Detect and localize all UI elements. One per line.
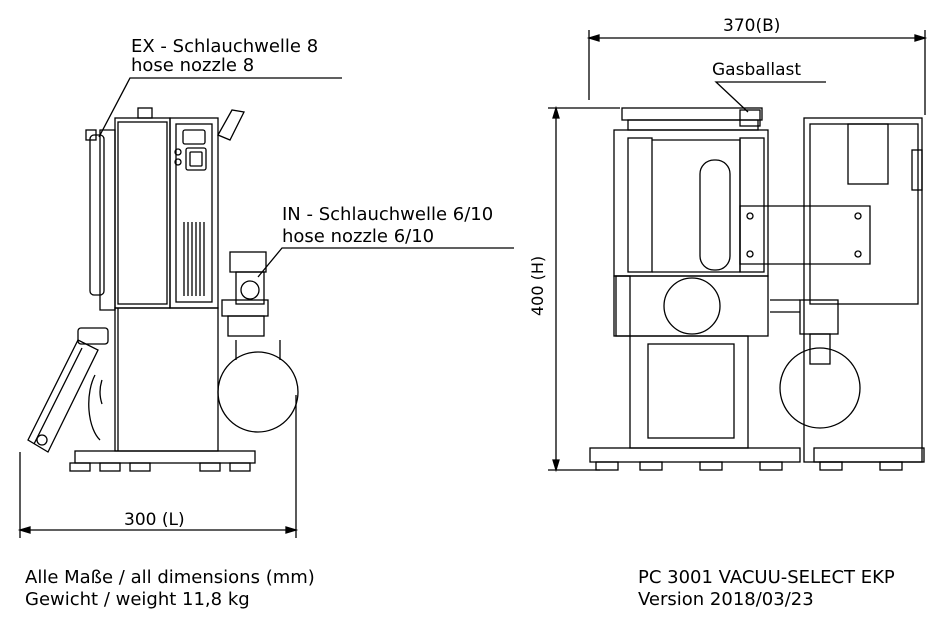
model-name: PC 3001 VACUU-SELECT EKP (638, 567, 895, 588)
side-view-pump (27, 107, 299, 472)
height-dimension (548, 105, 620, 473)
inlet-label-en: hose nozzle 6/10 (282, 226, 435, 247)
leader-line-gasballast (714, 81, 826, 113)
exhaust-label-en: hose nozzle 8 (131, 55, 255, 76)
length-dimension-label: 300 (L) (124, 510, 185, 530)
units-note: Alle Maße / all dimensions (mm) (25, 567, 315, 588)
width-dimension (586, 30, 928, 115)
leader-lines-side (98, 77, 514, 278)
exhaust-label: EX - Schlauchwelle 8 (131, 36, 319, 57)
length-dimension (17, 395, 299, 538)
front-view-pump (589, 107, 925, 471)
width-dimension-label: 370(B) (723, 16, 781, 36)
gas-ballast-label: Gasballast (712, 60, 802, 80)
version-note: Version 2018/03/23 (638, 589, 814, 610)
weight-note: Gewicht / weight 11,8 kg (25, 589, 250, 610)
height-dimension-label: 400 (H) (528, 255, 547, 316)
inlet-label: IN - Schlauchwelle 6/10 (282, 204, 494, 225)
